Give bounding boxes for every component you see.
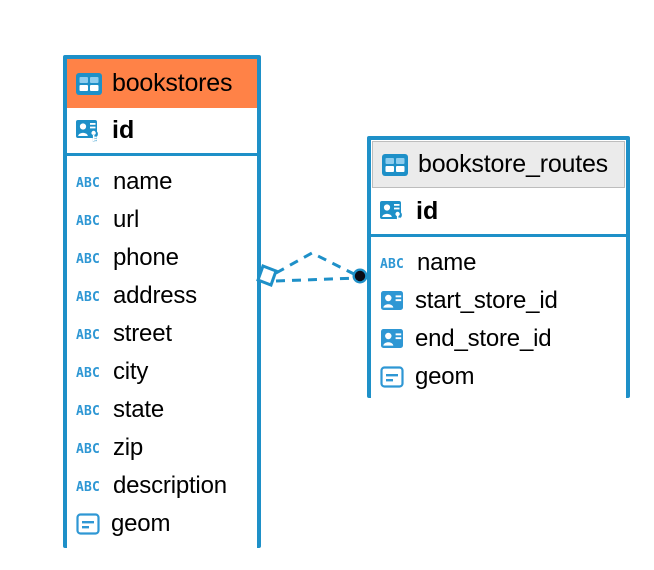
entity-bookstore-routes[interactable]: bookstore_routes id [367,136,630,402]
relationship-line-lower [275,276,359,283]
field-row[interactable]: ABC street [67,315,257,353]
field-list: ABC name ABC url ABC p [67,156,257,549]
foreign-key-icon [380,289,406,313]
abc-text-icon: ABC [76,402,104,419]
svg-text:ABC: ABC [76,366,100,381]
primary-key-label: id [416,197,439,225]
field-label: name [113,168,173,195]
abc-text-icon: ABC [76,326,104,343]
svg-text:ABC: ABC [76,328,100,343]
abc-text-icon: ABC [76,478,104,495]
relationship-connector[interactable] [250,235,380,320]
field-row[interactable]: ABC phone [67,239,257,277]
abc-text-icon: ABC [76,174,104,191]
field-label: start_store_id [415,287,558,314]
field-row[interactable]: geom [371,358,626,396]
field-list: ABC name start_store_id [371,237,626,402]
field-row[interactable]: ABC city [67,353,257,391]
abc-text-icon: ABC [76,288,104,305]
svg-text:ABC: ABC [76,290,100,305]
abc-text-icon: ABC [76,440,104,457]
abc-text-icon: ABC [380,255,408,272]
field-row[interactable]: ABC name [67,163,257,201]
primary-key-row[interactable]: id [67,108,257,156]
svg-text:ABC: ABC [76,442,100,457]
primary-key-label: id [112,116,135,144]
relationship-line-upper [275,251,359,278]
field-label: url [113,206,140,233]
field-row[interactable]: ABC state [67,391,257,429]
field-label: street [113,320,172,347]
abc-text-icon: ABC [76,364,104,381]
field-label: state [113,396,165,423]
svg-text:ABC: ABC [76,404,100,419]
field-label: geom [415,363,475,390]
abc-text-icon: ABC [76,250,104,267]
svg-text:ABC: ABC [76,176,100,191]
geometry-icon [76,512,102,536]
field-row[interactable]: geom [67,505,257,543]
field-row[interactable]: ABC zip [67,429,257,467]
geometry-icon [380,365,406,389]
entity-header-bookstores[interactable]: bookstores [67,59,257,108]
svg-text:ABC: ABC [380,257,404,272]
field-row[interactable]: ABC description [67,467,257,505]
entity-header-bookstore-routes[interactable]: bookstore_routes [372,141,625,188]
entity-title: bookstores [112,69,233,97]
primary-key-row[interactable]: id [371,189,626,237]
svg-text:ABC: ABC [76,214,100,229]
field-label: description [113,472,227,499]
field-row[interactable]: ABC url [67,201,257,239]
entity-title: bookstore_routes [418,150,608,178]
field-label: city [113,358,149,385]
field-label: phone [113,244,179,271]
table-icon [381,153,409,177]
field-row[interactable]: start_store_id [371,282,626,320]
field-row[interactable]: ABC name [371,244,626,282]
entity-bookstores[interactable]: bookstores [63,55,261,549]
primary-key-icon [379,198,407,226]
field-label: name [417,249,477,276]
field-label: geom [111,510,171,537]
svg-text:ABC: ABC [76,480,100,495]
foreign-key-icon [380,327,406,351]
table-icon [75,72,103,96]
field-row[interactable]: end_store_id [371,320,626,358]
abc-text-icon: ABC [76,212,104,229]
svg-text:ABC: ABC [76,252,100,267]
field-label: address [113,282,197,309]
field-row[interactable]: ABC address [67,277,257,315]
relationship-circle-endpoint [352,268,368,284]
primary-key-icon [75,117,103,145]
field-label: zip [113,434,144,461]
field-label: end_store_id [415,325,552,352]
